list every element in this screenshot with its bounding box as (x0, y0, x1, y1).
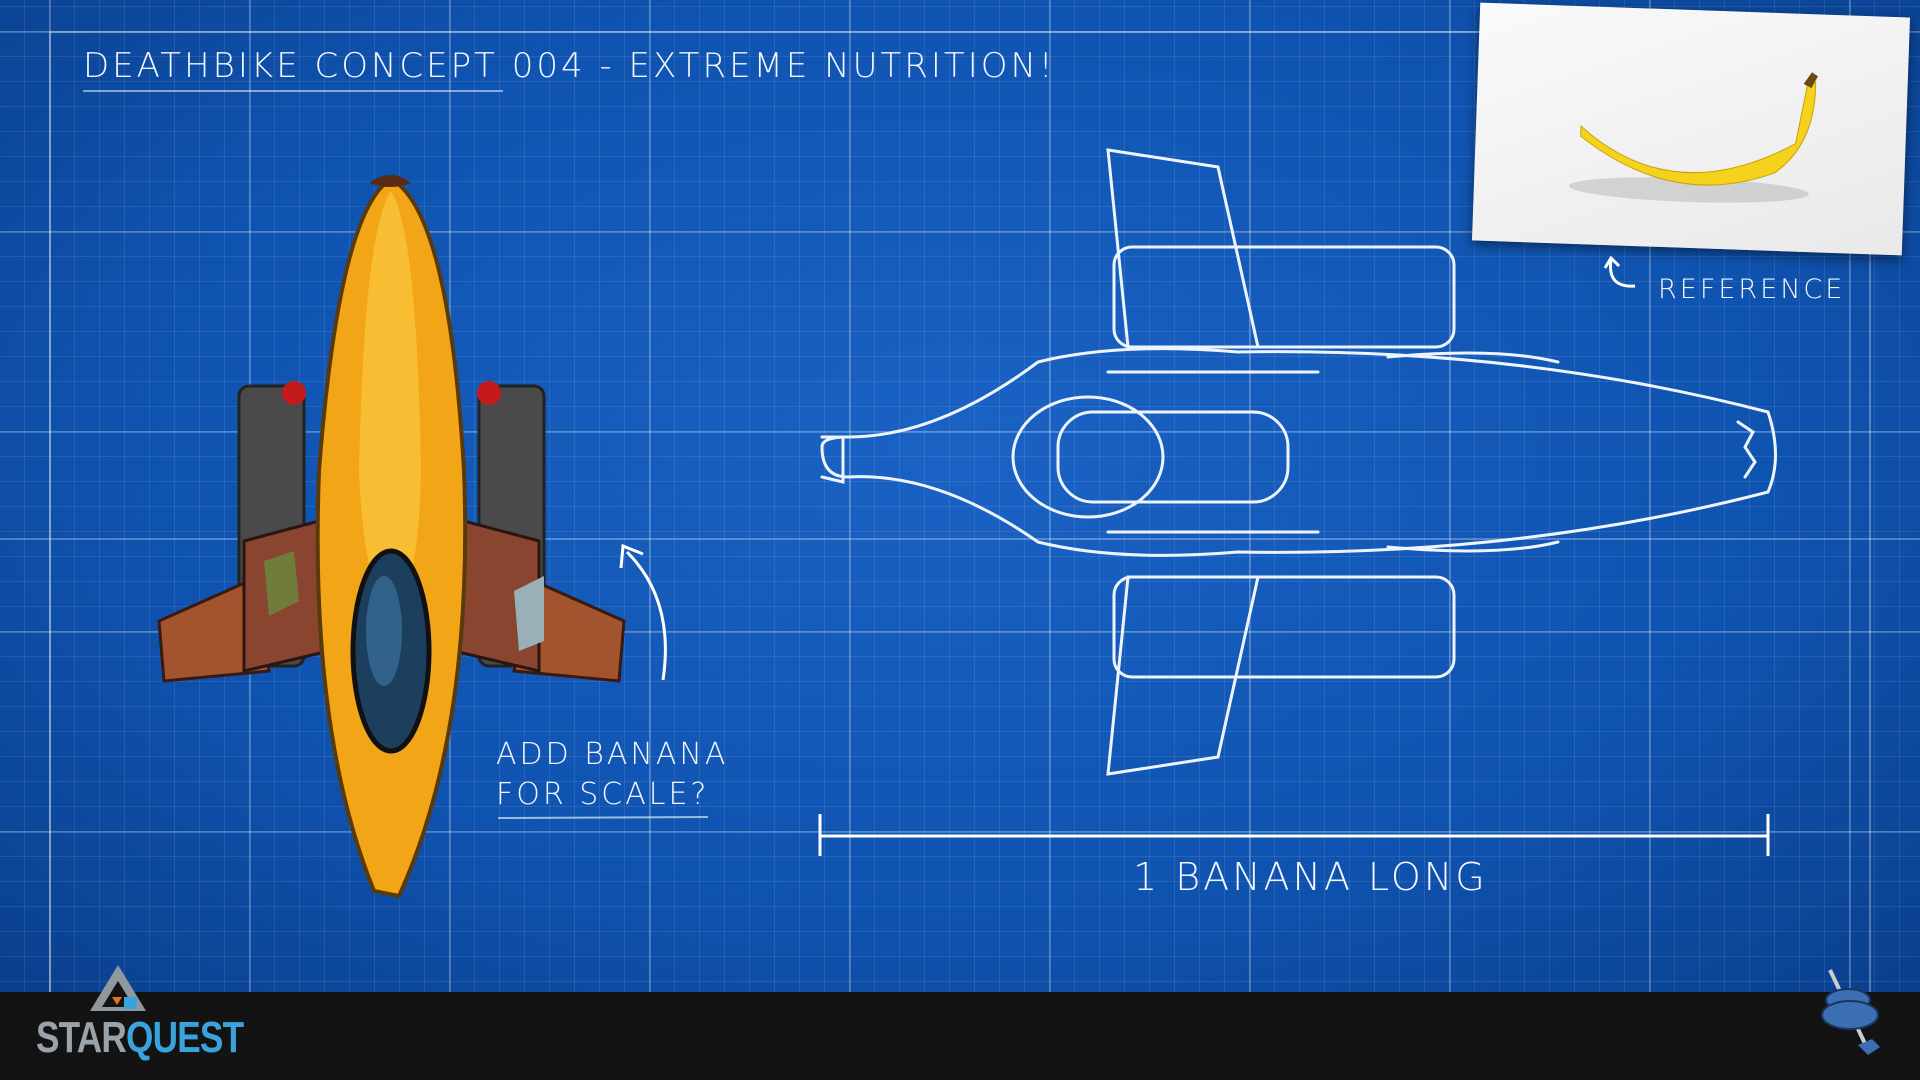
curved-arrow-icon (619, 543, 667, 681)
reference-label: Reference (1658, 274, 1846, 305)
banana-image (1568, 72, 1818, 203)
logo-star: STAR (36, 1013, 127, 1062)
starquest-logo-icon (90, 965, 146, 1011)
scale-note-line-2: for scale? (496, 777, 710, 812)
reference-arrow-icon (1603, 255, 1636, 288)
scale-note-line-1: Add banana (496, 737, 729, 772)
scale-note-underline (497, 816, 709, 819)
title-underline (83, 90, 503, 92)
blueprint-frame (49, 31, 1871, 992)
dimension-label: 1 banana long (1133, 855, 1488, 899)
ship-blueprint-sketch (820, 148, 1777, 776)
reference-photo (1471, 2, 1911, 256)
logo-quest: QUEST (126, 1013, 244, 1062)
dimension-line (818, 814, 1770, 856)
banana-ship-render (157, 175, 626, 899)
footer-bar (0, 992, 1920, 1080)
space-station-icon (1821, 969, 1880, 1055)
starquest-logo: STARQUEST (36, 1013, 244, 1063)
page-title: Deathbike concept 004 - Extreme Nutritio… (83, 46, 1056, 86)
scale-note: Add banana for scale? (496, 735, 728, 815)
